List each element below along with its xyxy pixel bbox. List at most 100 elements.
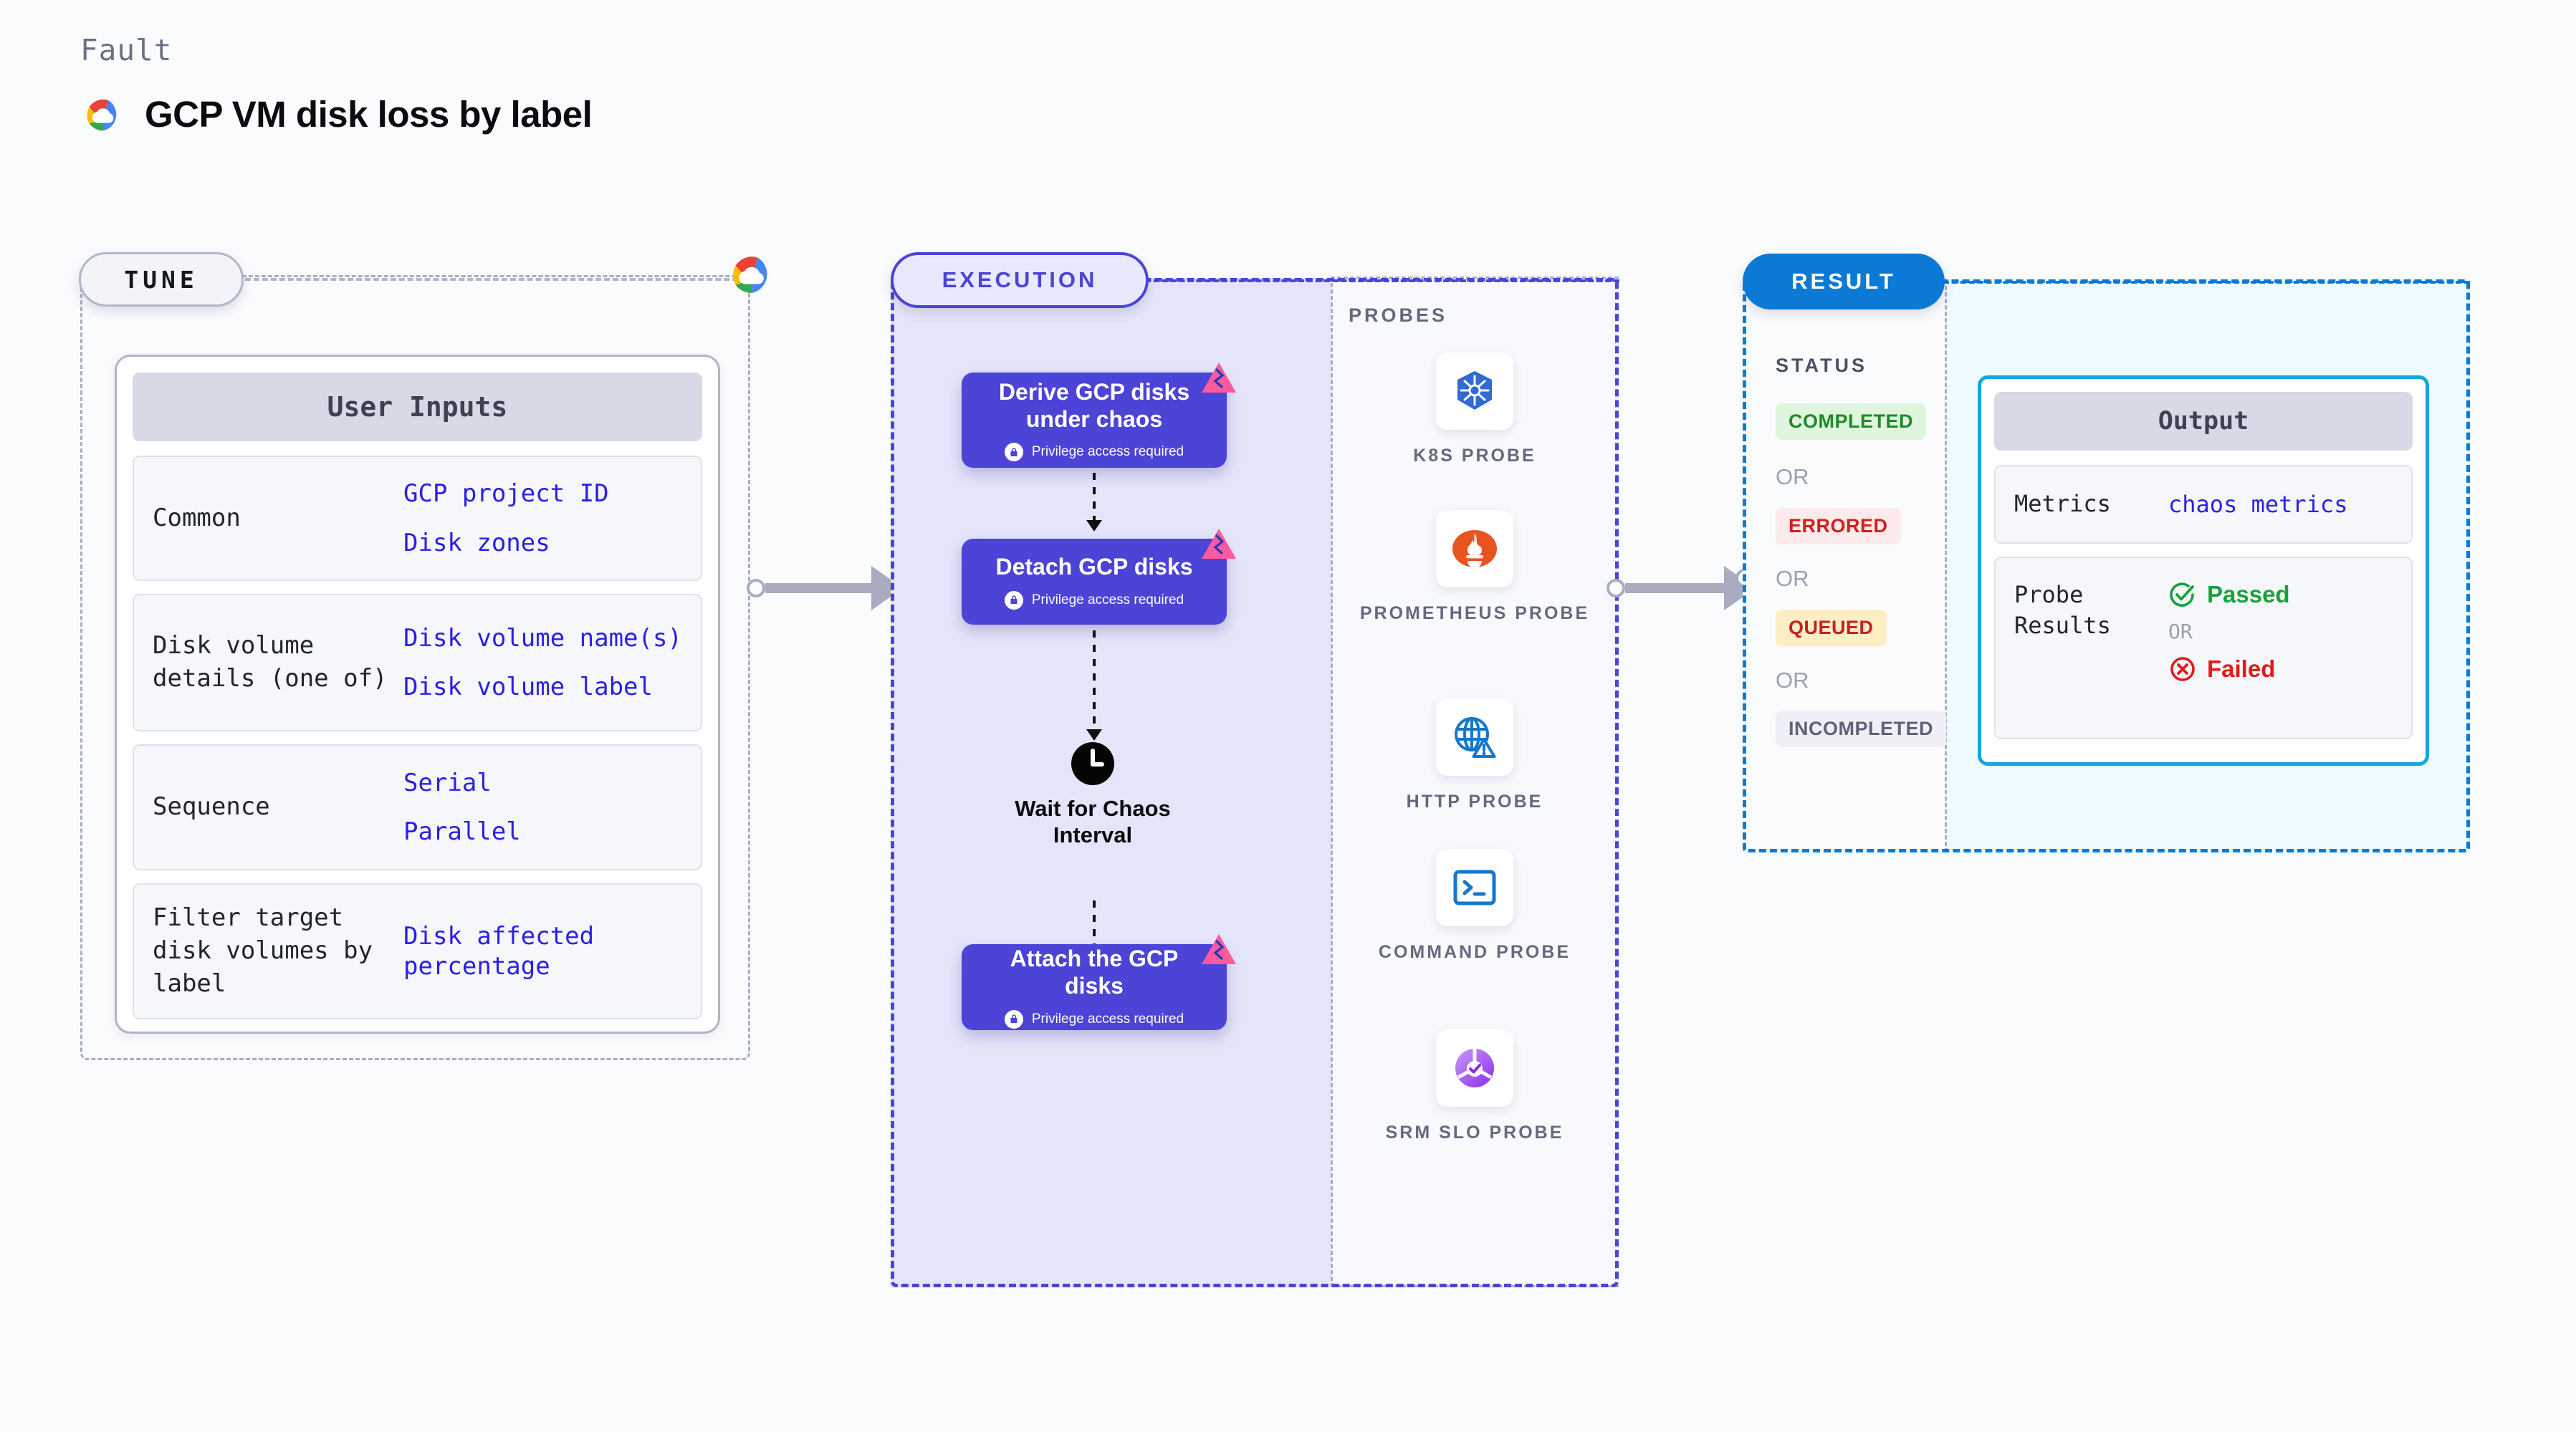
node-title: Detach GCP disks (995, 554, 1193, 580)
connector-line (1625, 583, 1725, 593)
node-privilege-note: Privilege access required (1004, 590, 1184, 610)
lock-icon (1004, 1009, 1023, 1029)
tune-section-pill[interactable]: TUNE (79, 252, 244, 307)
clock-icon (1071, 742, 1114, 785)
kubernetes-icon (1457, 371, 1492, 410)
terminal-icon (1453, 870, 1496, 905)
result-status-column (1743, 279, 1947, 852)
result-status-label: STATUS (1776, 355, 1867, 376)
probe-tile (1436, 849, 1513, 926)
lock-icon (1004, 590, 1023, 610)
output-card: Output Metrics chaos metrics Probe Resul… (1978, 375, 2429, 766)
probe-result-failed: Failed (2168, 654, 2290, 683)
node-privilege-text: Privilege access required (1031, 444, 1184, 460)
user-inputs-title: User Inputs (133, 373, 702, 441)
probes-section-label: PROBES (1349, 304, 1448, 326)
litmus-chaos-icon (1202, 362, 1236, 393)
tune-section-boundary (80, 275, 750, 1060)
connector-start-dot (1607, 579, 1625, 597)
result-section-pill[interactable]: RESULT (1743, 254, 1945, 309)
tune-value[interactable]: GCP project ID (403, 479, 609, 508)
execution-node-detach-gcp-disks[interactable]: Detach GCP disks Privilege access requir… (962, 529, 1236, 625)
tune-row-key: Filter target disk volumes by label (153, 903, 373, 998)
fault-kicker: Fault (80, 33, 173, 67)
node-privilege-note: Privilege access required (1004, 1009, 1184, 1029)
status-badge-queued: QUEUED (1776, 610, 1887, 646)
tune-row-disk-volume-details[interactable]: Disk volume details (one of) Disk volume… (133, 594, 702, 731)
tune-row-key: Common (153, 503, 241, 532)
node-privilege-text: Privilege access required (1031, 592, 1184, 607)
execution-node-attach-gcp-disks[interactable]: Attach the GCP disks Privilege access re… (962, 934, 1236, 1030)
output-row-values: chaos metrics (2168, 490, 2347, 519)
tune-row-common[interactable]: Common GCP project ID Disk zones (133, 456, 702, 581)
flow-connector-2 (1093, 630, 1096, 731)
status-or-3: OR (1776, 668, 1809, 693)
status-or-2: OR (1776, 566, 1809, 591)
tune-row-values: Disk volume name(s) Disk volume label (403, 623, 682, 703)
output-row-values: Passed OR Failed (2168, 580, 2290, 684)
page-title: GCP VM disk loss by label (145, 94, 593, 135)
probe-item-k8s[interactable]: K8S PROBE (1331, 352, 1619, 470)
output-row-key: Metrics (2014, 490, 2111, 518)
status-badge-completed: COMPLETED (1776, 403, 1927, 440)
probe-item-http[interactable]: HTTP PROBE (1331, 698, 1619, 816)
x-circle-icon (2170, 657, 2195, 681)
execution-section-pill[interactable]: EXECUTION (891, 252, 1149, 308)
probe-item-prometheus[interactable]: PROMETHEUS PROBE (1331, 510, 1619, 628)
check-circle-icon (2170, 582, 2194, 607)
probe-tile (1436, 698, 1513, 776)
connector-line (765, 583, 873, 593)
probe-label: COMMAND PROBE (1378, 942, 1571, 962)
probe-label: SRM SLO PROBE (1385, 1123, 1564, 1143)
probe-item-srm-slo[interactable]: SRM SLO PROBE (1331, 1029, 1619, 1147)
status-badge-incompleted: INCOMPLETED (1776, 711, 1947, 747)
prometheus-icon (1452, 530, 1497, 568)
flow-connector-3 (1093, 900, 1096, 986)
status-badge-errored: ERRORED (1776, 508, 1901, 544)
output-row-key: Probe Results (2014, 581, 2111, 640)
tune-row-values: GCP project ID Disk zones (403, 479, 609, 558)
tune-row-filter-label[interactable]: Filter target disk volumes by label Disk… (133, 883, 702, 1019)
tune-row-sequence[interactable]: Sequence Serial Parallel (133, 744, 702, 870)
node-privilege-text: Privilege access required (1031, 1011, 1184, 1027)
probe-label: PROMETHEUS PROBE (1359, 603, 1590, 623)
tune-value[interactable]: Disk affected percentage (403, 921, 595, 981)
tune-row-key: Sequence (153, 792, 270, 822)
litmus-chaos-icon (1202, 529, 1236, 559)
litmus-chaos-icon (1202, 934, 1236, 964)
output-card-title: Output (1994, 392, 2413, 451)
probe-tile (1436, 510, 1513, 587)
flow-arrowhead-2 (1086, 729, 1102, 741)
execution-header-dash (1145, 279, 1619, 282)
probe-label: K8S PROBE (1413, 446, 1536, 466)
probe-tile (1436, 352, 1513, 430)
execution-node-wait-chaos-interval[interactable]: Wait for Chaos Interval (989, 741, 1197, 848)
tune-value[interactable]: Disk volume name(s) (403, 623, 682, 653)
tune-value[interactable]: Serial (403, 768, 492, 797)
tune-row-values: Serial Parallel (403, 768, 521, 847)
connector-start-dot (747, 579, 765, 597)
execution-node-derive-gcp-disks[interactable]: Derive GCP disks under chaos Privilege a… (962, 362, 1236, 468)
probe-tile (1436, 1029, 1513, 1107)
tune-value[interactable]: Parallel (403, 817, 521, 846)
result-header-dash (1943, 281, 2470, 284)
output-row-metrics[interactable]: Metrics chaos metrics (1994, 465, 2413, 544)
passed-label: Passed (2207, 581, 2290, 607)
metrics-value[interactable]: chaos metrics (2168, 491, 2348, 518)
tune-row-values: Disk affected percentage (403, 921, 682, 982)
srm-slo-icon (1455, 1049, 1494, 1087)
probe-result-or: OR (2168, 620, 2193, 644)
http-globe-icon (1455, 717, 1496, 758)
flow-connector-1 (1093, 473, 1096, 522)
failed-label: Failed (2207, 655, 2276, 683)
output-row-probe-results[interactable]: Probe Results Passed OR Failed (1994, 557, 2413, 739)
connector-tune-to-execution (747, 566, 903, 610)
gcp-platform-icon (733, 256, 767, 293)
probe-item-command[interactable]: COMMAND PROBE (1331, 849, 1619, 966)
tune-value[interactable]: Disk zones (403, 528, 550, 557)
tune-value[interactable]: Disk volume label (403, 673, 653, 701)
node-title: Wait for Chaos Interval (1015, 796, 1171, 847)
probe-result-passed: Passed (2168, 580, 2290, 609)
node-privilege-note: Privilege access required (1004, 443, 1184, 462)
